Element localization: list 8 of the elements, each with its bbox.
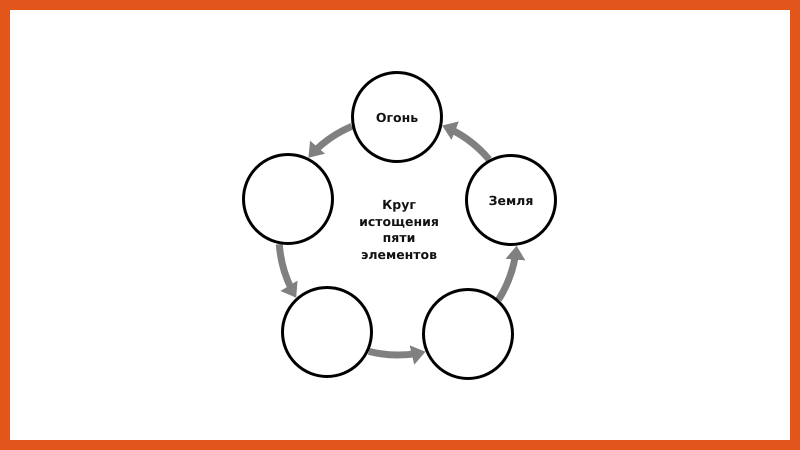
arrow [276, 244, 300, 300]
arrow [306, 123, 354, 160]
node-label: Земля [488, 192, 534, 208]
center-caption: Круг истощения пяти элементов [358, 197, 440, 263]
arrow [440, 122, 492, 162]
node-label: Огонь [376, 110, 418, 124]
arrow [496, 245, 525, 302]
arrow [368, 344, 426, 364]
